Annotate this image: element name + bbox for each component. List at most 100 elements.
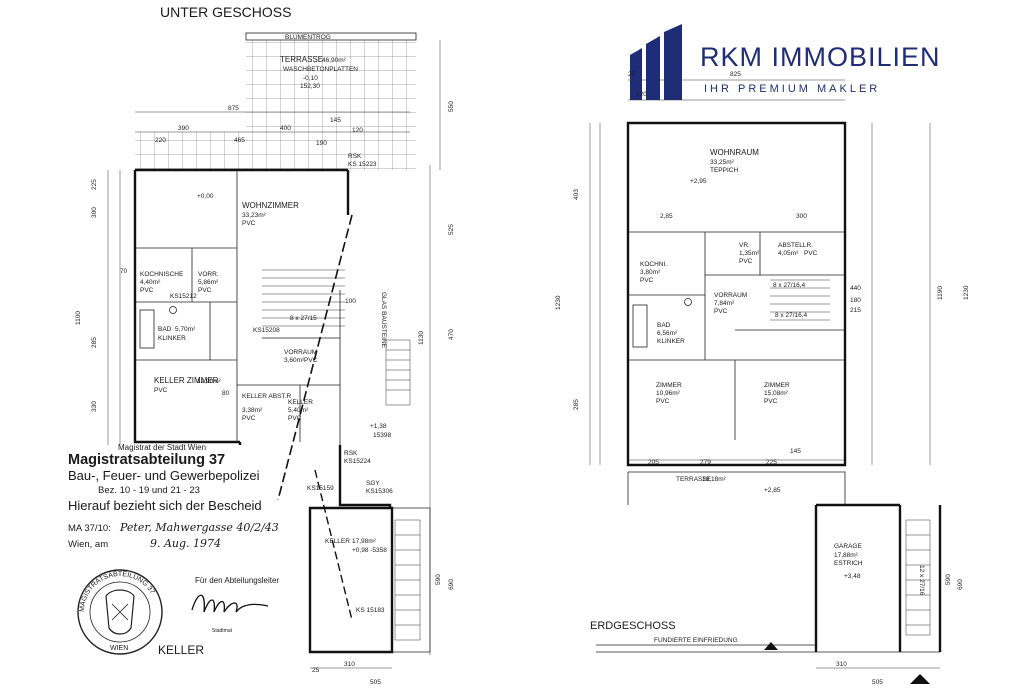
ug-stairs-label: 8 x 27/15	[290, 315, 317, 322]
rkm-logo: RKM IMMOBILIEN IHR PREMIUM MAKLER	[630, 24, 940, 100]
ug-room-bad-name: BAD	[158, 326, 172, 333]
stamp-date-handwritten: 9. Aug. 1974	[150, 537, 221, 550]
ug-sgy: SGY	[366, 480, 380, 487]
entrance-arrow-icon	[764, 642, 778, 650]
ug-plan: UNTER GESCHOSS BLUMENTROG TERRASSE 46,90…	[75, 4, 455, 686]
ug-room-vorraum-floor: PVC	[304, 357, 318, 364]
eg-terrace-area: 18,18m²	[702, 476, 727, 483]
eg-garage-wall	[814, 503, 942, 652]
eg-room-bad-floor: KLINKER	[657, 338, 685, 345]
eg-room-abstellr-area: 4,05m²	[778, 250, 799, 257]
ug-dim-390: 390	[178, 125, 189, 132]
ug-title: UNTER GESCHOSS	[160, 4, 291, 20]
ug-room-kellerzimmer-floor: PVC	[154, 387, 168, 394]
ug-glass-stairs	[385, 339, 411, 406]
ug-rsk2: RSK	[344, 450, 358, 457]
ug-level-0: +0,00	[197, 193, 214, 200]
eg-stairs-label3: 12 x 27/16	[918, 565, 925, 596]
ug-room-kellerzimmer-area: 12,90m²	[197, 378, 222, 385]
terrace-hatch-left	[135, 132, 247, 170]
ug-room-wohnzimmer-name: WOHNZIMMER	[242, 201, 299, 210]
ug-room-vorraum-name: VORRAUM	[284, 349, 317, 356]
eg-dim-690: 690	[957, 579, 964, 590]
ug-ks15306: KS15306	[366, 488, 393, 495]
ug-dim-70: 70	[120, 268, 128, 275]
eg-room-zimmer2-name: ZIMMER	[764, 382, 790, 389]
ug-dim-330: 330	[91, 401, 98, 412]
eg-stairs	[770, 279, 830, 321]
eg-dimensions: 825 120 25 1230 1230 1190 403 285 205 27…	[555, 71, 970, 686]
eg-room-vr-floor: PVC	[739, 258, 753, 265]
ug-dimensions: 875 390 400 220 190 145 120 465 550 1100…	[75, 40, 455, 686]
stamp-line5: Hierauf bezieht sich der Bescheid	[68, 498, 262, 513]
eg-outer-wall	[626, 121, 847, 467]
ug-room-abstr-name: KELLER ABST.R	[242, 393, 291, 400]
eg-room-abstellr-floor: PVC	[804, 250, 818, 257]
eg-dim-225: 225	[766, 459, 777, 466]
eg-dim-2-85: 2,85	[660, 213, 673, 220]
eg-dim-285: 285	[573, 399, 580, 410]
ug-dim-465: 465	[234, 137, 245, 144]
ug-glass-label: GLAS BAUSTEINE	[380, 292, 387, 349]
ug-dim-225: 225	[91, 179, 98, 190]
eg-dim-590: 590	[945, 574, 952, 585]
ug-dim-400: 400	[280, 125, 291, 132]
ug-ks15224: KS15224	[344, 458, 371, 465]
ug-room-keller-small-area: 5,40m²	[288, 407, 309, 414]
ug-terrace-surface: WASCHBETONPLATTEN	[283, 66, 358, 73]
ug-room-keller-small-name: KELLER	[288, 399, 313, 406]
ug-room-kochnische-floor: PVC	[140, 287, 154, 294]
eg-room-zimmer1-area: 10,96m²	[656, 390, 681, 397]
eg-dim-310: 310	[836, 661, 847, 668]
stamp-line3: Bau-, Feuer- und Gewerbepolizei	[68, 468, 260, 483]
eg-dim-205: 205	[648, 459, 659, 466]
ug-dim-285: 285	[91, 337, 98, 348]
eg-stairs-label2: 8 x 27/16,4	[775, 312, 808, 319]
ug-ks15223: KS 15223	[348, 161, 377, 168]
stamp-signer: Für den Abteilungsleiter	[195, 576, 279, 585]
ug-stairs	[262, 269, 345, 327]
ug-terrace-level2: 152,30	[300, 83, 320, 90]
stamp-line1: Magistrat der Stadt Wien	[118, 443, 206, 452]
eg-level-295: +2,95	[690, 178, 707, 185]
ug-dim-525: 525	[448, 224, 455, 235]
signature-note: Stadtmat	[212, 628, 233, 634]
eg-room-vorraum-floor: PVC	[714, 308, 728, 315]
eg-dim-120: 120	[636, 91, 647, 98]
ug-dim-80: 80	[222, 390, 230, 397]
eg-dim-25: 25	[628, 71, 636, 78]
ug-outer-wall	[133, 168, 350, 444]
ug-rsk1: RSK	[348, 153, 362, 160]
eg-terrace-level: +2,85	[764, 487, 781, 494]
ug-room-abstr-area: 3,38m²	[242, 407, 263, 414]
handwritten-signature	[191, 594, 269, 613]
eg-dim-825: 825	[730, 71, 741, 78]
ug-dim-220: 220	[155, 137, 166, 144]
eg-room-bad-name: BAD	[657, 322, 671, 329]
ug-room-wohnzimmer-floor: PVC	[242, 220, 256, 227]
eg-bathtub	[632, 304, 648, 348]
ug-dim-1130: 1130	[418, 331, 425, 345]
ug-dim-300: 300	[91, 207, 98, 218]
eg-stairs-label1: 8 x 27/16,4	[773, 282, 806, 289]
eg-room-kochni-floor: PVC	[640, 277, 654, 284]
ug-level-138: +1,38	[370, 423, 387, 430]
ug-room-vorraum-area: 3,60m²	[284, 357, 305, 364]
ug-room-vorr-floor: PVC	[198, 287, 212, 294]
eg-room-wohnraum-floor: TEPPICH	[710, 167, 738, 174]
ug-dim-550: 550	[448, 101, 455, 112]
ug-dim-120: 120	[352, 127, 363, 134]
ug-room-abstr-floor: PVC	[242, 415, 256, 422]
eg-plan: WOHNRAUM 33,25m² TEPPICH +2,95 KOCHNI. 3…	[555, 71, 970, 686]
eg-dim-300: 300	[796, 213, 807, 220]
ug-ks15159: KS15159	[307, 485, 334, 492]
eg-dim-403: 403	[573, 189, 580, 200]
eg-room-zimmer2-area: 15,08m²	[764, 390, 789, 397]
ug-room-vorr-name: VORR.	[198, 271, 219, 278]
ug-room-bad-area: 5,70m²	[175, 326, 196, 333]
ug-room-keller-large-area: 17,98m²	[352, 538, 377, 545]
stamp-date-label: Wien, am	[68, 539, 108, 550]
ug-room-wohnzimmer-area: 33,23m²	[242, 212, 267, 219]
eg-dim-505: 505	[872, 679, 883, 686]
stamp-line4: Bez. 10 - 19 und 21 - 23	[98, 485, 200, 496]
